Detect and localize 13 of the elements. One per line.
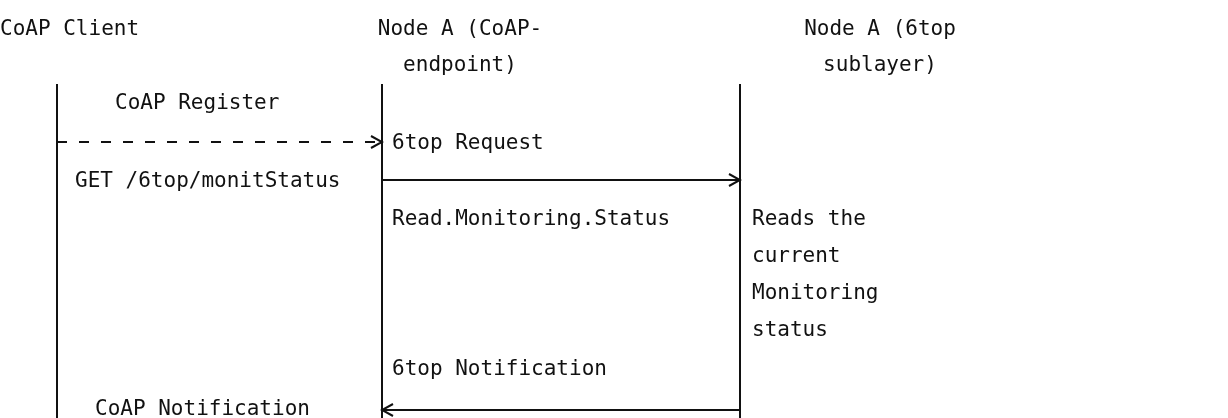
message-label: GET /6top/monitStatus xyxy=(75,167,341,194)
note-text: Reads the current Monitoring status xyxy=(752,205,880,343)
message-arrow xyxy=(381,403,741,417)
message-label: Read.Monitoring.Status xyxy=(392,205,671,232)
participant-label: CoAP Client xyxy=(0,15,141,42)
message-label: CoAP Register xyxy=(115,89,280,116)
message-label: CoAP Notification xyxy=(95,395,310,418)
participant-label: Node A (6top sublayer) xyxy=(803,15,957,78)
participant-label: Node A (CoAP-endpoint) xyxy=(376,15,544,78)
message-arrow xyxy=(381,173,741,187)
message-label: 6top Notification xyxy=(392,355,607,382)
message-label: 6top Request xyxy=(392,129,544,156)
message-arrow xyxy=(56,135,383,149)
